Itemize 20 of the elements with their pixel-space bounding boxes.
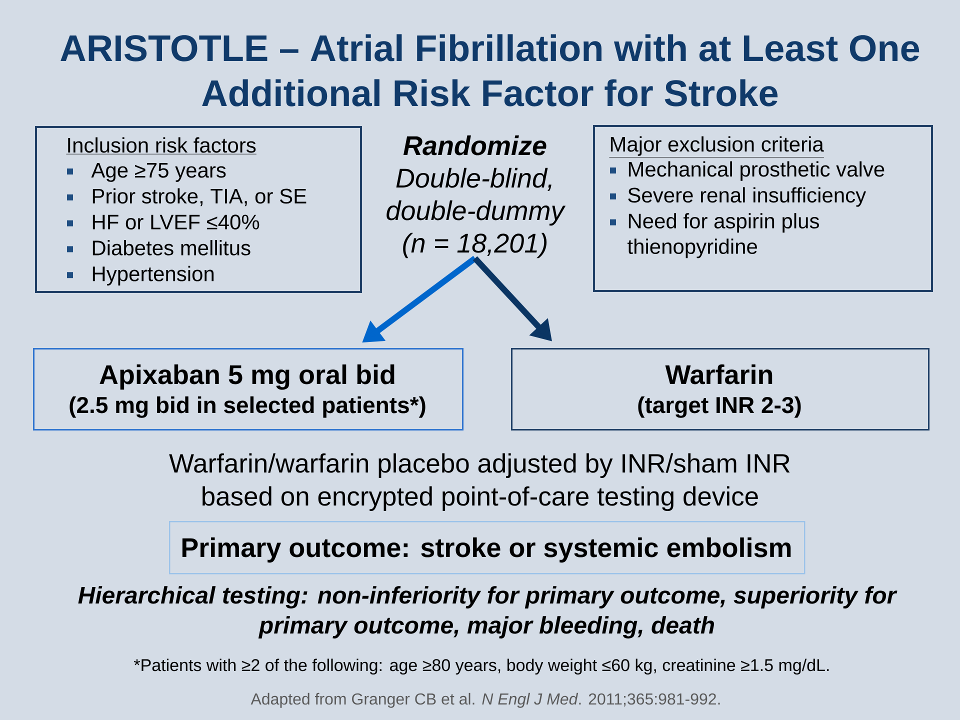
list-item: Age ≥75 years [91,163,226,182]
list-item: Mechanical prosthetic valve [628,161,884,181]
list-heading: Major exclusion criteria [609,136,824,158]
footnote: *Patients with ≥2 of the following: age ≥80 years, body weight ≤60 kg, creatinine ≥1.5 mg/dL. [134,658,829,675]
list-item: Prior stroke, TIA, or SE [92,188,306,206]
treatment-box: Warfarin (target INR 2-3) [511,348,930,430]
criteria-box [35,126,362,293]
criteria-box [593,125,934,292]
slide-title: ARISTOTLE – Atrial Fibrillation with at Least One Additional Risk Factor for Stroke [60,34,920,106]
note-text: Warfarin/warfarin placebo adjusted by INR/sham INR based on encrypted point-of-care testing device [169,453,790,511]
list-item: Need for aspirin plus thienopyridine [628,213,819,258]
list-item: Severe renal insufficiency [628,187,866,207]
list-item: Hypertension [92,266,214,286]
source-citation: Adapted from Granger CB et al. N Engl J Med. 2011;365:981-992. [250,692,720,708]
randomize-label: Randomize Double-blind, double-dummy (n = 18,201) [386,135,566,258]
list-item: HF or LVEF ≤40% [92,214,260,230]
list-item: Diabetes mellitus [92,240,250,256]
outcome-box: Primary outcome: stroke or systemic embolism [169,521,806,574]
list-heading: Inclusion risk factors [66,137,257,154]
treatment-box: Apixaban 5 mg oral bid (2.5 mg bid in selected patients*) [33,348,464,430]
